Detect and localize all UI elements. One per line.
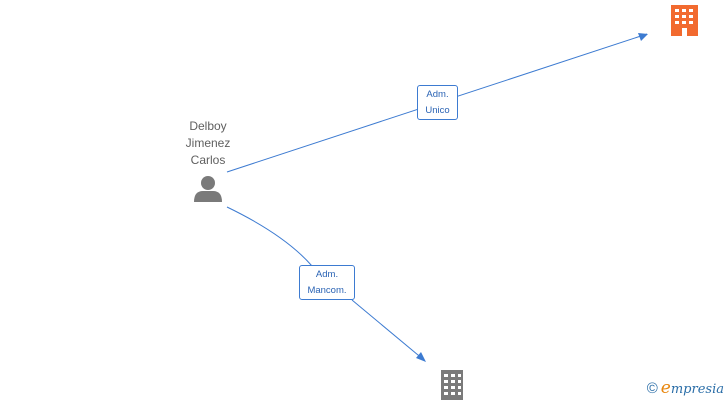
brand-initial: e xyxy=(660,378,671,398)
edge-label-line-2: Unico xyxy=(425,105,450,116)
arrowhead-adm-mancom xyxy=(416,352,426,362)
building-icon-company-1[interactable] xyxy=(671,5,698,36)
building-icon-company-2[interactable] xyxy=(441,370,463,400)
person-name-line-3: Carlos xyxy=(190,153,226,167)
person-name-line-2: Jimenez xyxy=(185,136,231,150)
copyright-icon: © xyxy=(646,379,658,397)
brand-name: mpresia xyxy=(670,382,724,397)
person-icon[interactable] xyxy=(194,176,222,202)
edge-label-adm-mancom: Adm. Mancom. xyxy=(299,265,355,300)
arrowhead-adm-unico xyxy=(638,33,648,41)
edge-label-adm-unico: Adm. Unico xyxy=(417,85,458,120)
edge-label-line-2: Mancom. xyxy=(307,285,347,296)
edge-label-line-1: Adm. xyxy=(426,89,449,100)
brand-logo[interactable]: empresia xyxy=(661,378,724,398)
footer-brand: © empresia xyxy=(647,378,724,398)
person-name-label[interactable]: Delboy Jimenez Carlos xyxy=(163,118,253,169)
edge-label-line-1: Adm. xyxy=(315,269,339,280)
edge-line-adm-mancom xyxy=(226,206,425,361)
person-name-line-1: Delboy xyxy=(189,119,227,133)
